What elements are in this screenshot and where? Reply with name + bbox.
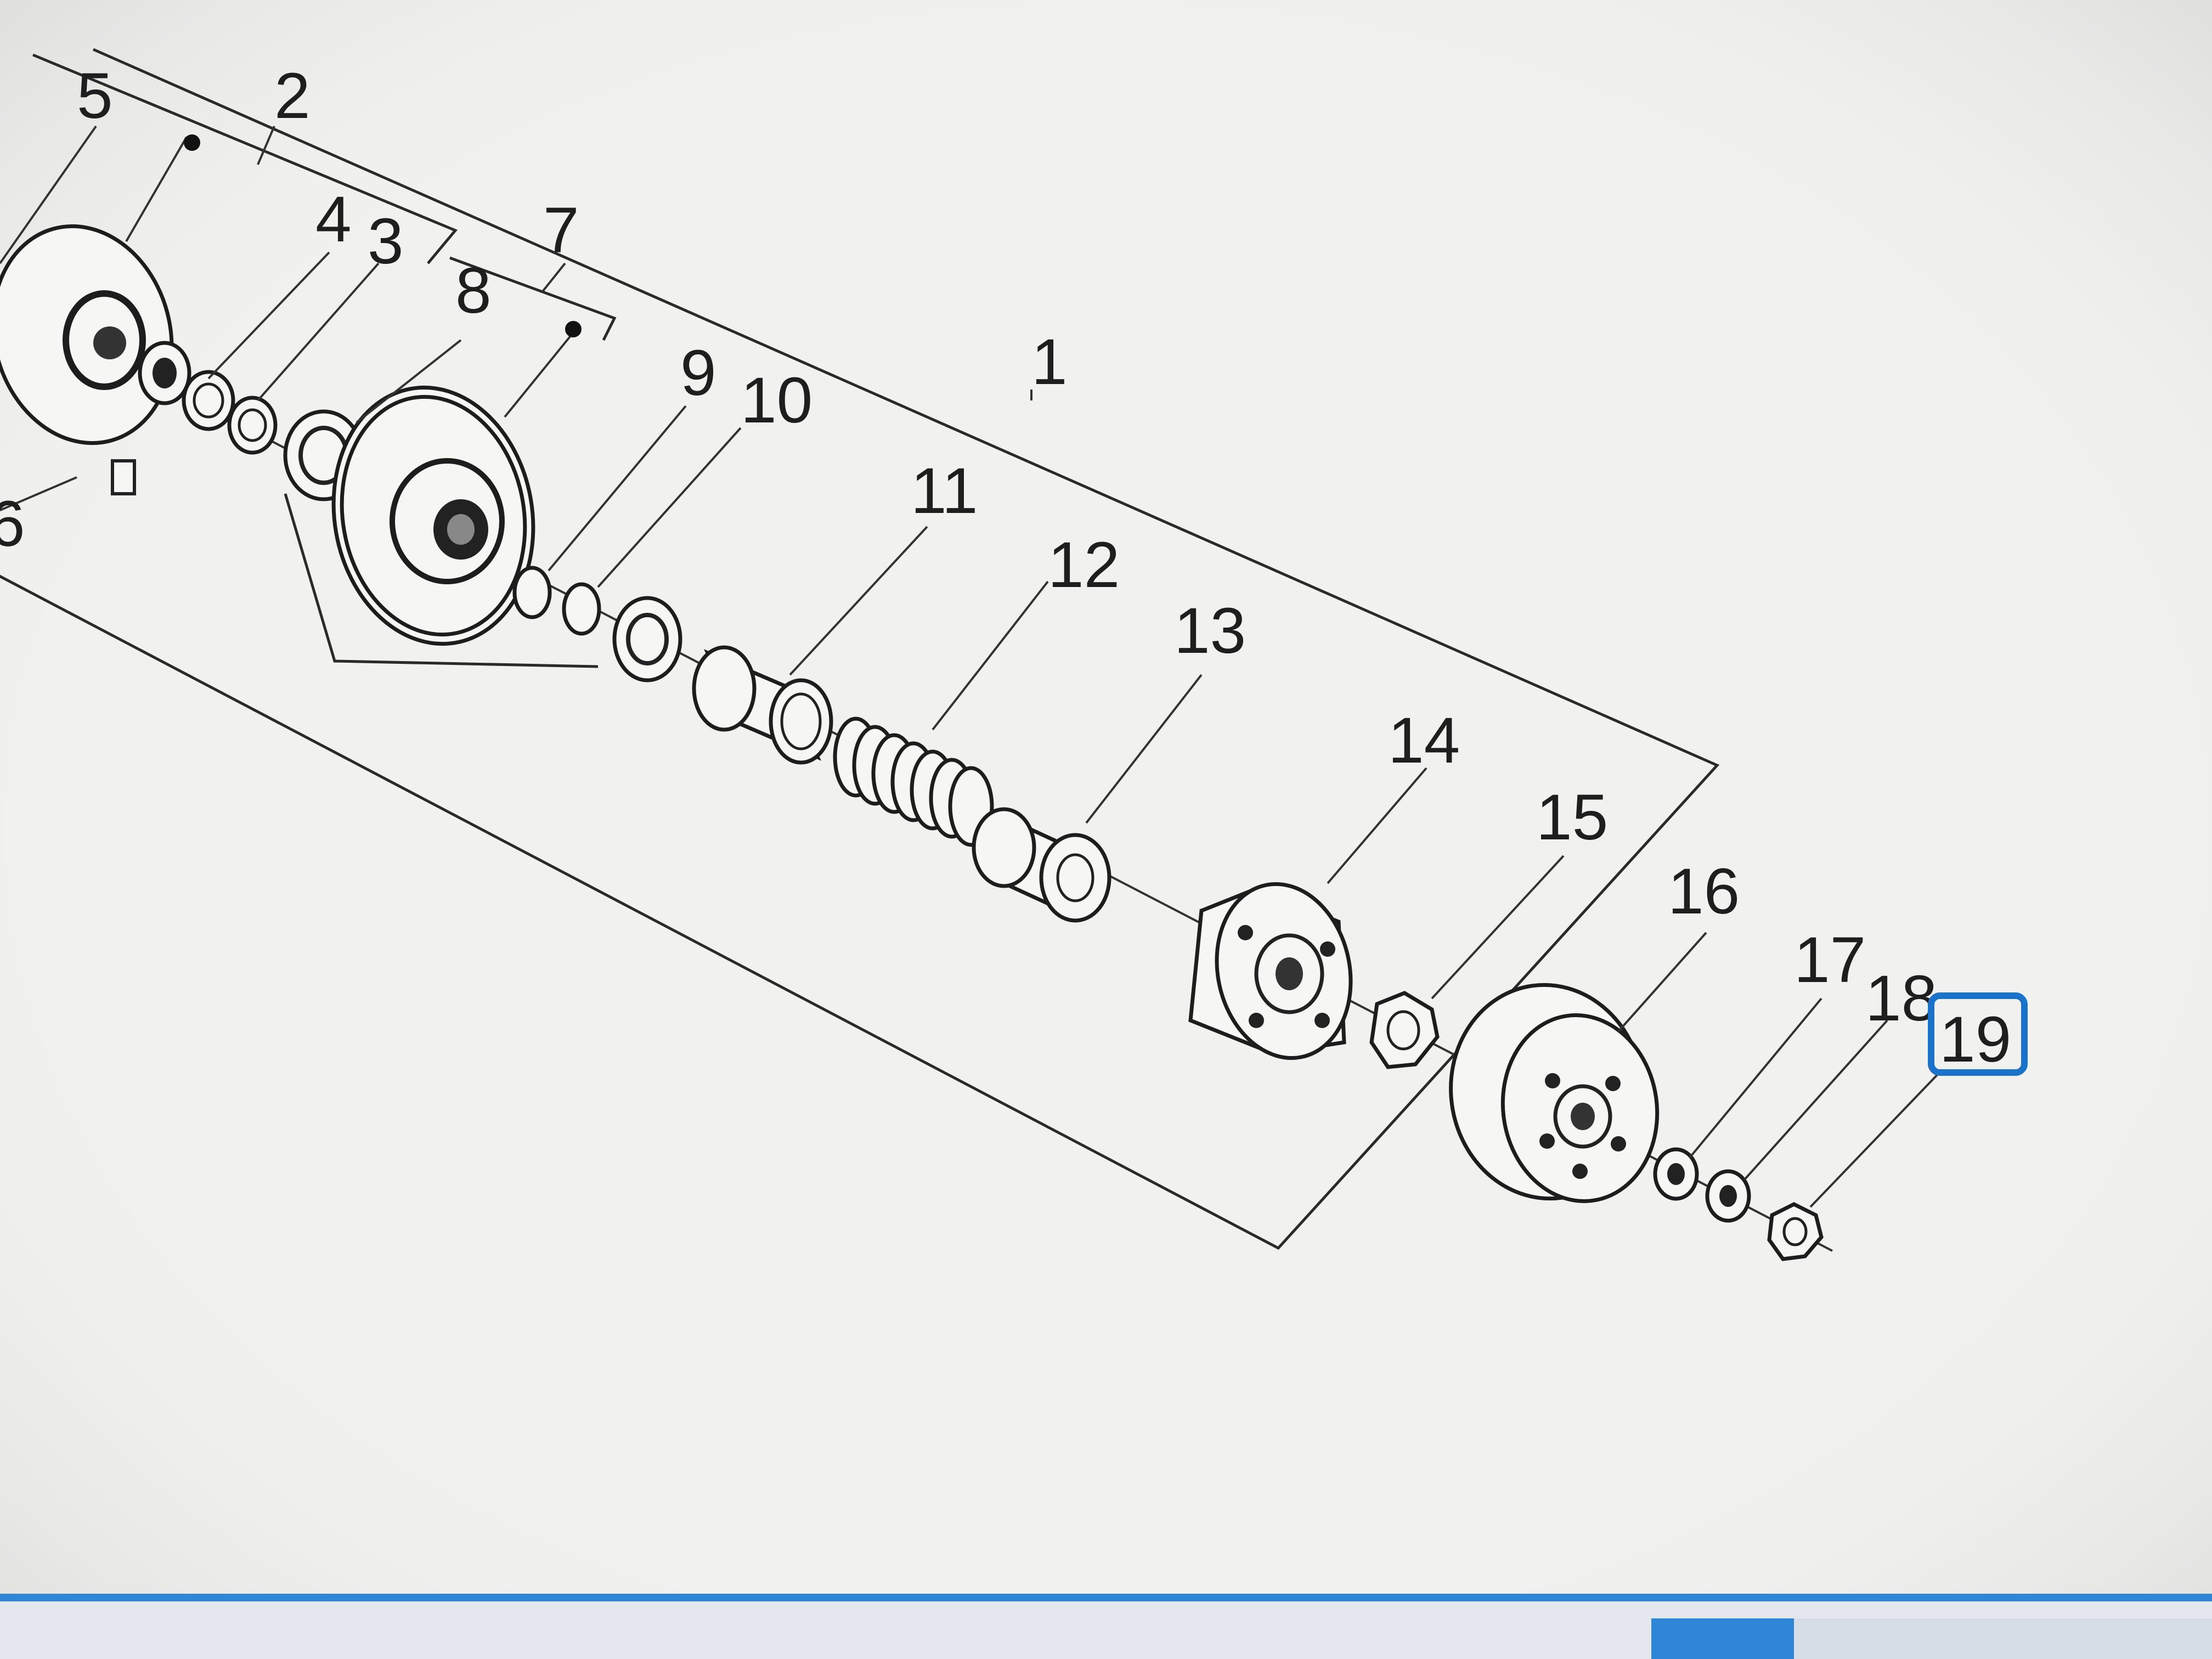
callout-16[interactable]: 16	[1668, 855, 1740, 928]
callout-10[interactable]: 10	[741, 364, 812, 437]
callout-14[interactable]: 14	[1388, 704, 1460, 777]
callout-1[interactable]: 1	[1031, 326, 1068, 398]
bottom-grey-block	[1794, 1618, 2212, 1659]
callout-15[interactable]: 15	[1536, 781, 1608, 854]
callout-2[interactable]: 2	[274, 60, 311, 132]
part-5-drive-disc	[0, 224, 174, 445]
callout-6[interactable]: 6	[0, 488, 25, 560]
callout-11[interactable]: 11	[911, 455, 978, 527]
callout-18[interactable]: 18	[1865, 962, 1937, 1035]
part-17-washer	[1653, 1147, 1699, 1201]
callout-9[interactable]: 9	[680, 337, 716, 409]
callout-13[interactable]: 13	[1174, 595, 1246, 667]
callout-3[interactable]: 3	[368, 205, 404, 278]
bottom-blue-block	[1651, 1618, 1794, 1659]
callout-7[interactable]: 7	[543, 194, 579, 267]
part-7-driven-sheave	[331, 385, 535, 646]
part-3-ring	[182, 370, 235, 431]
part-19-nut	[1767, 1202, 1824, 1261]
callout-19-highlight[interactable]	[1928, 992, 2028, 1076]
leader-lines	[0, 125, 1943, 1208]
part-3-washer	[227, 396, 278, 455]
callout-19[interactable]: 19	[1939, 1003, 2011, 1076]
part-9-o-ring	[512, 566, 552, 619]
part-15-nut	[1369, 991, 1440, 1069]
callout-4[interactable]: 4	[315, 183, 352, 256]
frame-assembly-2	[32, 53, 458, 264]
part-18-spring-washer	[1705, 1169, 1751, 1223]
part-13-collar	[972, 807, 1111, 923]
part-14-clutch-shoes	[1188, 882, 1353, 1060]
callout-17[interactable]: 17	[1794, 924, 1866, 996]
part-4-bushing	[138, 341, 191, 405]
bottom-accent-line	[0, 1594, 2212, 1601]
callout-8[interactable]: 8	[455, 255, 492, 327]
callout-5[interactable]: 5	[77, 60, 113, 132]
part-16-clutch-bell	[1449, 983, 1660, 1203]
part-6-bolt	[0, 459, 136, 511]
frame-assembly-7	[449, 256, 617, 341]
part-11-sleeve	[692, 645, 833, 765]
part-10-bearing	[612, 596, 682, 682]
frame-assembly-7-lower	[284, 493, 599, 668]
part-10-o-ring	[562, 582, 601, 636]
callout-12[interactable]: 12	[1048, 529, 1120, 601]
